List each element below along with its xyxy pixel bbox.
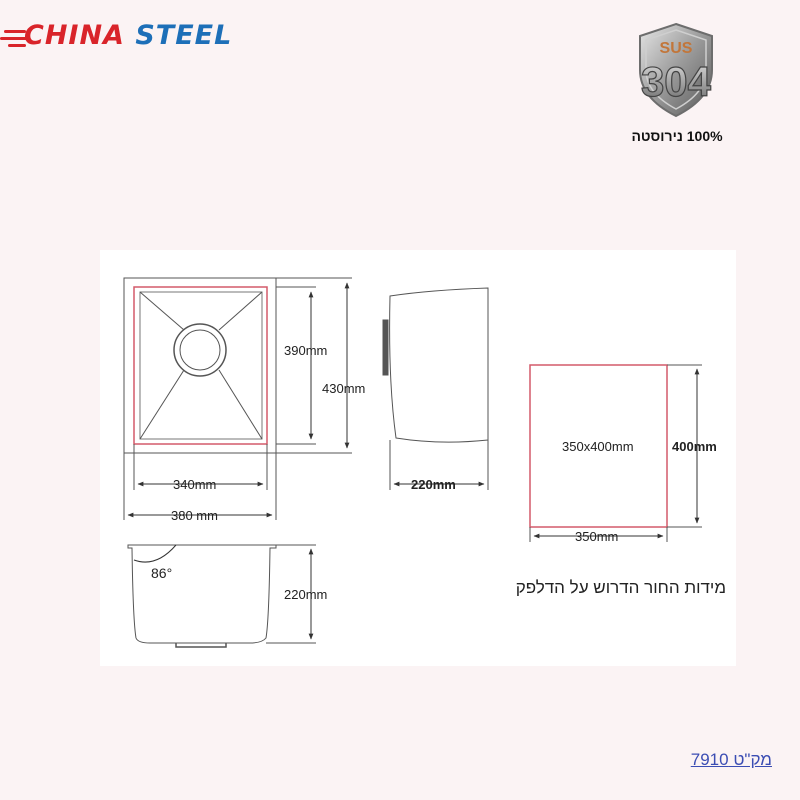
logo-speed-line [0,37,28,40]
logo-speed-line [4,30,26,33]
dim-380-label: 380 mm [171,508,218,523]
counter-cutout [529,364,702,542]
side-view [382,287,489,490]
dim-400-label: 400mm [672,439,717,454]
badge-304-text: 304 [641,58,712,105]
drain-inner [179,329,221,371]
technical-drawing: 390mm 430mm 340mm 380 mm 220mm 350x400mm… [100,250,736,666]
logo-text: CHINA STEEL [24,20,232,51]
cutout-caption: מידות החור הדרוש על הדלפק [515,578,726,597]
bowl-outline [133,286,268,445]
dim-340-label: 340mm [173,477,216,492]
outer-rim [123,277,277,454]
badge-sus-text: SUS [660,40,693,57]
drain-outer [173,323,227,377]
logo-speed-line [8,44,26,47]
cutout-size-label: 350x400mm [562,439,634,454]
cutout-rectangle [529,364,668,528]
dim-390-label: 390mm [284,343,327,358]
shield-icon [639,22,713,118]
dim-220-side-label: 220mm [411,477,456,492]
stainless-percent-caption: 100% נירוסטה [631,128,723,144]
dim-220-section-label: 220mm [284,587,327,602]
sus304-shield-badge: SUS 304 [639,22,713,118]
logo-word-china: CHINA [24,20,125,51]
china-steel-logo: CHINA STEEL [0,18,231,58]
angle-86-label: 86° [151,565,172,581]
dim-430-label: 430mm [322,381,365,396]
section-view [127,544,316,648]
logo-word-steel: STEEL [135,20,233,51]
top-view [123,277,352,520]
dim-350-label: 350mm [575,529,618,544]
sku-link[interactable]: מק"ט 7910 [690,750,772,769]
